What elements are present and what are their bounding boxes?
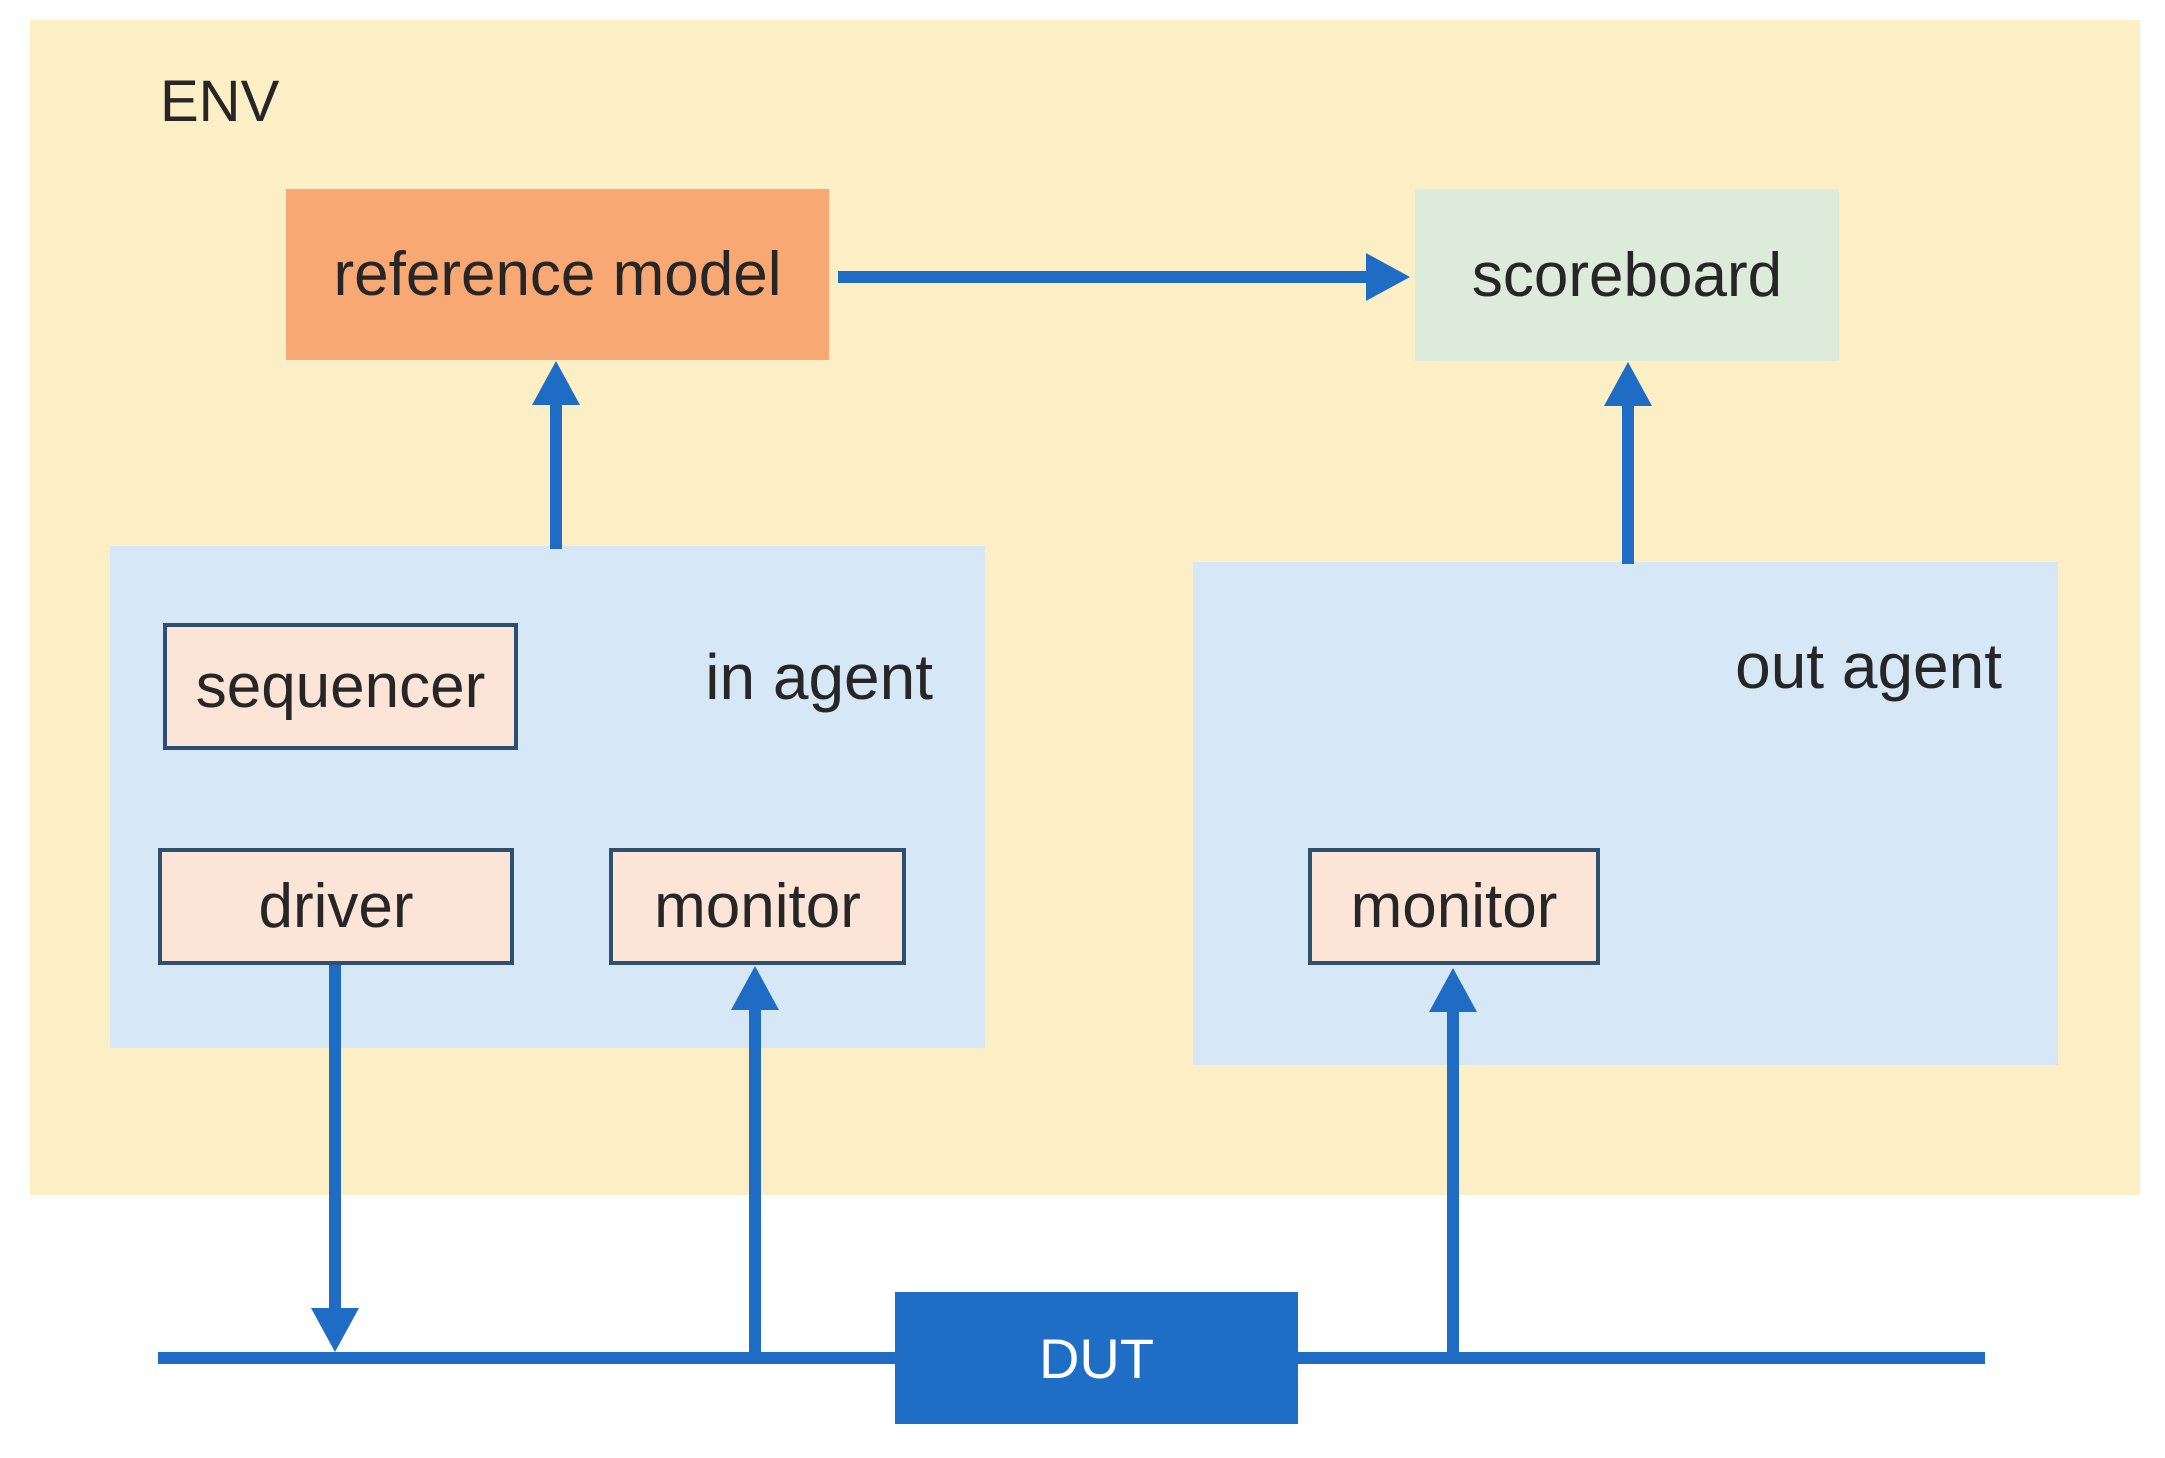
arrow-line [550, 403, 562, 549]
sequencer-label: sequencer [195, 652, 486, 721]
arrow-line [329, 965, 341, 1310]
arrow-up-head-icon [1604, 362, 1652, 406]
arrow-up-head-icon [1429, 968, 1477, 1012]
out-agent-label: out agent [1735, 630, 2002, 702]
driver-box: driver [158, 848, 514, 965]
arrow-line [1447, 1010, 1459, 1358]
arrow-up-head-icon [731, 966, 779, 1010]
env-label: ENV [160, 69, 280, 134]
arrow-line [749, 1008, 761, 1358]
in-agent-monitor-box: monitor [609, 848, 906, 965]
arrow-right-head-icon [1366, 253, 1410, 301]
scoreboard-label: scoreboard [1471, 240, 1783, 310]
reference-model-label: reference model [333, 240, 782, 309]
out-agent-box: out agent monitor [1193, 562, 2058, 1065]
arrow-line [1622, 404, 1634, 564]
sequencer-box: sequencer [163, 623, 518, 750]
out-agent-monitor-box: monitor [1308, 848, 1600, 965]
dut-box: DUT [895, 1292, 1298, 1424]
scoreboard-box: scoreboard [1415, 189, 1839, 361]
reference-model-box: reference model [286, 189, 829, 360]
arrow-down-head-icon [311, 1308, 359, 1352]
driver-label: driver [258, 872, 414, 941]
in-agent-label: in agent [705, 641, 933, 713]
out-agent-monitor-label: monitor [1350, 872, 1558, 941]
in-agent-monitor-label: monitor [654, 872, 861, 941]
arrow-up-head-icon [532, 361, 580, 405]
in-agent-box: in agent sequencer driver monitor [110, 546, 985, 1048]
dut-label: DUT [1038, 1326, 1155, 1390]
arrow-line [838, 271, 1368, 283]
